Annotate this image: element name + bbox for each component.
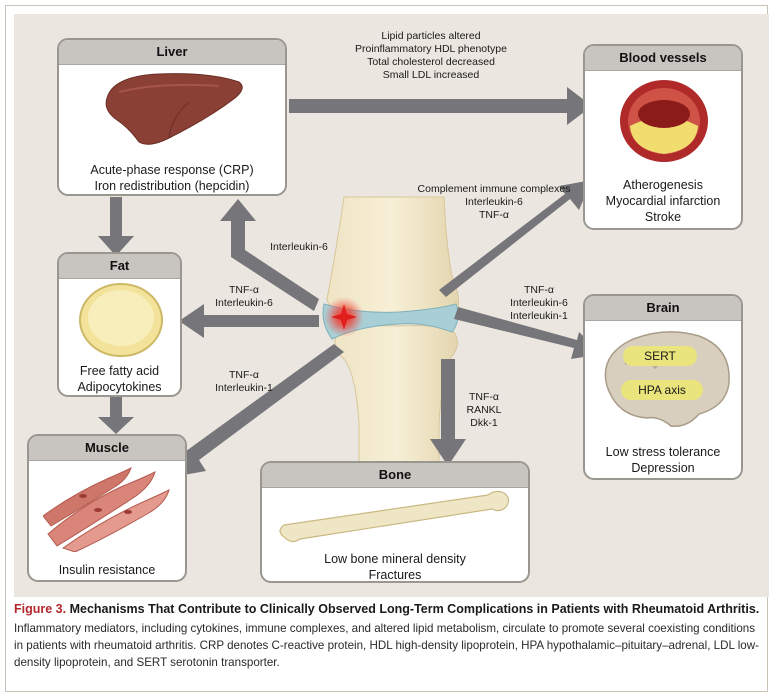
fat-title: Fat	[59, 254, 180, 279]
liver-icon	[105, 73, 243, 145]
diagram-panel: Liver Acute-phase response (CRP) Iron re…	[14, 14, 769, 597]
bone-icon	[279, 490, 510, 543]
arrow-liver-to-vessels	[289, 87, 592, 125]
blood-vessels-title: Blood vessels	[585, 46, 741, 71]
arrow-joint-to-brain	[454, 307, 602, 359]
muscle-box: Muscle Insulin resistance	[27, 434, 187, 582]
vessels-line-2: Myocardial infarction	[605, 194, 721, 208]
fat-cell-icon	[79, 283, 163, 357]
arrows	[98, 87, 602, 477]
figure-caption: Figure 3. Mechanisms That Contribute to …	[14, 601, 762, 671]
fat-line-1: Free fatty acid	[79, 364, 160, 378]
blood-vessels-box: Blood vessels Atherogenesis Myocardial i…	[583, 44, 743, 230]
brain-title: Brain	[585, 296, 741, 321]
figure-label: Figure 3.	[14, 602, 67, 616]
liver-line-2: Iron redistribution (hepcidin)	[94, 179, 250, 193]
inflammation-star-icon	[331, 304, 357, 330]
brain-line-2: Depression	[631, 461, 695, 475]
arrow-joint-to-muscle	[172, 344, 344, 477]
arrow-liver-to-fat	[98, 197, 134, 256]
muscle-title: Muscle	[29, 436, 185, 461]
liver-line-1: Acute-phase response (CRP)	[90, 163, 254, 177]
label-joint-to-liver: Interleukin-6	[270, 241, 328, 253]
arrow-joint-to-vessels	[439, 180, 592, 297]
brain-line-1: Low stress tolerance	[605, 445, 721, 459]
diagram-artwork	[98, 87, 602, 485]
label-joint-to-fat: TNF-α Interleukin-6	[215, 284, 273, 309]
caption-body: Inflammatory mediators, including cytoki…	[14, 622, 759, 669]
hpa-axis-region: HPA axis	[621, 380, 703, 400]
muscle-line-1: Insulin resistance	[58, 563, 156, 577]
arrow-joint-to-liver	[220, 199, 319, 311]
label-liver-to-vessels: Lipid particles altered Proinflammatory …	[355, 30, 507, 81]
brain-box: Brain SERT HPA axis Low stress tolerance…	[583, 294, 743, 480]
bone-title: Bone	[262, 463, 528, 488]
arrow-fat-to-muscle	[98, 397, 134, 434]
label-joint-to-bone: TNF-α RANKL Dkk-1	[466, 391, 502, 429]
label-joint-to-brain: TNF-α Interleukin-6 Interleukin-1	[510, 284, 568, 322]
liver-box: Liver Acute-phase response (CRP) Iron re…	[57, 38, 287, 196]
brain-icon	[604, 331, 730, 427]
arrow-joint-to-fat	[179, 304, 319, 338]
liver-title: Liver	[59, 40, 285, 65]
bone-line-2: Fractures	[368, 568, 422, 582]
caption-title-line: Figure 3. Mechanisms That Contribute to …	[14, 601, 762, 617]
vessels-line-1: Atherogenesis	[623, 178, 703, 192]
arrow-joint-to-bone	[430, 359, 466, 466]
label-joint-to-muscle: TNF-α Interleukin-1	[215, 369, 273, 394]
caption-title: Mechanisms That Contribute to Clinically…	[69, 602, 760, 616]
muscle-fiber-icon	[43, 467, 170, 552]
fat-line-2: Adipocytokines	[77, 380, 162, 394]
fat-box: Fat Free fatty acid Adipocytokines	[57, 252, 182, 397]
vessels-line-3: Stroke	[644, 210, 682, 224]
bone-box: Bone Low bone mineral density Fractures	[260, 461, 530, 583]
sert-region: SERT	[623, 346, 697, 366]
figure-frame: Liver Acute-phase response (CRP) Iron re…	[5, 5, 769, 692]
label-joint-to-vessels: Complement immune complexes Interleukin-…	[417, 183, 571, 221]
bone-line-1: Low bone mineral density	[324, 552, 466, 566]
blood-vessel-icon	[620, 80, 708, 162]
